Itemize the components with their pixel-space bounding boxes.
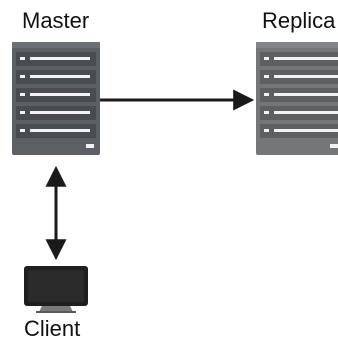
replica-server-icon (256, 42, 338, 155)
client-label: Client (24, 316, 81, 341)
master-label: Master (22, 8, 90, 33)
client-monitor-icon (24, 266, 88, 313)
replica-label: Replica (262, 8, 336, 33)
master-server-icon (12, 42, 100, 155)
